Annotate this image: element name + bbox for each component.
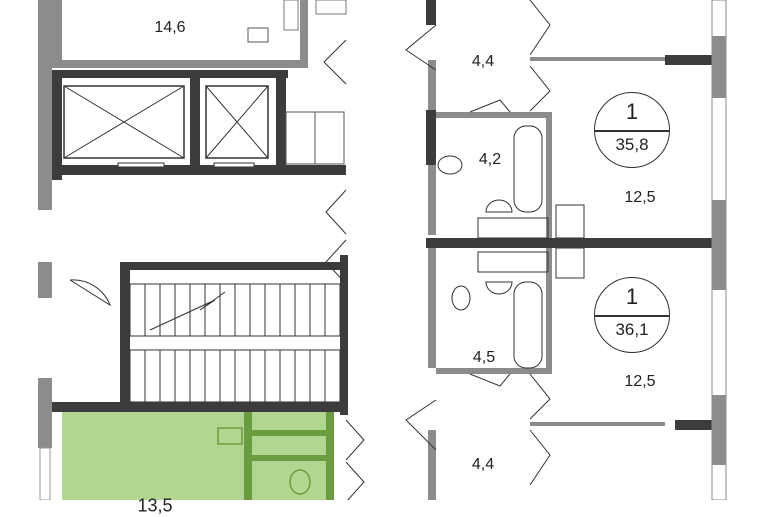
sink-icon xyxy=(217,427,243,445)
bathtub-icon xyxy=(513,281,543,369)
room-area-bath-top: 4,2 xyxy=(478,151,502,168)
apartment-area: 36,1 xyxy=(615,320,649,339)
apartment-rooms: 1 xyxy=(625,99,639,124)
badge-divider xyxy=(595,130,669,132)
toilet-icon xyxy=(437,155,463,175)
toilet-icon xyxy=(451,285,471,311)
apartment-rooms: 1 xyxy=(625,284,639,309)
bathtub-icon xyxy=(513,125,543,213)
room-area-top-left: 14,6 xyxy=(154,19,186,36)
elevator-shaft xyxy=(205,85,269,159)
stairs xyxy=(129,283,341,403)
badge-divider xyxy=(595,315,669,317)
apartment-badge[interactable]: 1 35,8 xyxy=(594,92,670,168)
room-area-living-top: 12,5 xyxy=(624,189,656,206)
room-area-hall-bottom: 4,4 xyxy=(471,456,495,473)
toilet-icon xyxy=(289,469,311,495)
apartment-badge[interactable]: 1 36,1 xyxy=(594,277,670,353)
bathroom-partition xyxy=(244,412,252,500)
room-area-living-bottom: 12,5 xyxy=(624,373,656,390)
room-area-highlighted: 13,5 xyxy=(137,495,173,516)
sink-icon xyxy=(485,199,513,213)
door-swing xyxy=(69,279,112,307)
room-area-hall-top: 4,4 xyxy=(471,53,495,70)
apartment-area: 35,8 xyxy=(615,135,649,154)
elevator-shaft xyxy=(63,85,185,159)
floor-plan xyxy=(38,0,727,500)
room-area-bath-bottom: 4,5 xyxy=(472,349,496,366)
